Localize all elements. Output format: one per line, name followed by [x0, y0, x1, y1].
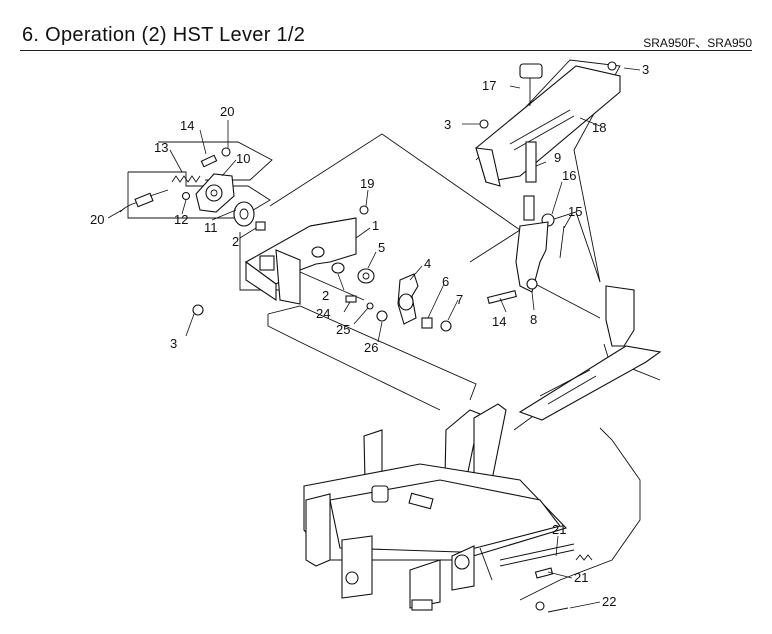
bolt-3-top: [607, 61, 617, 71]
callout-2a: 2: [232, 234, 239, 249]
bolt-3-left: [192, 304, 204, 316]
callout-21b: 21: [552, 522, 566, 537]
collar-6: [421, 317, 433, 329]
callout-6: 6: [442, 274, 449, 289]
header-divider: [20, 50, 752, 51]
washer-26: [376, 310, 388, 322]
collar-5: [357, 268, 375, 284]
callout-12: 16: [562, 168, 576, 183]
callout-labels: 20 14 13 10 12 11 2 20 19 1 5 4 2 6 7 24: [90, 62, 649, 609]
callout-24: 24: [316, 306, 330, 321]
bolt-3-bracket: [479, 119, 489, 129]
callout-13: 17: [482, 78, 496, 93]
callout-22: 21: [574, 570, 588, 585]
callout-5: 5: [378, 240, 385, 255]
callout-25: 25: [336, 322, 350, 337]
callout-17: 12: [174, 212, 188, 227]
page-title: 6. Operation (2) HST Lever 1/2: [22, 24, 306, 46]
callout-16: 11: [204, 220, 218, 235]
callout-8: 8: [530, 312, 537, 327]
callout-3a: 3: [170, 336, 177, 351]
callout-26: 26: [364, 340, 378, 355]
callout-21a: 20: [90, 212, 104, 227]
callout-2b: 2: [322, 288, 329, 303]
cable-spring-assembly: [119, 147, 266, 231]
callout-18: 13: [154, 140, 168, 155]
callout-9: 9: [554, 150, 561, 165]
main-frame: [303, 345, 662, 613]
model-numbers: SRA950F、SRA950: [643, 36, 752, 50]
callout-11: 15: [568, 204, 582, 219]
callout-1: 1: [372, 218, 379, 233]
callout-3c: 3: [642, 62, 649, 77]
hst-lever-bracket: [475, 61, 635, 371]
bolt-24: [345, 295, 357, 303]
callout-3b: 3: [444, 117, 451, 132]
pin-11: [559, 225, 565, 259]
callout-19: 14: [180, 118, 194, 133]
washer-22: [535, 601, 545, 611]
washer-25: [366, 302, 374, 310]
callout-15: 10: [236, 151, 250, 166]
callout-23: 22: [602, 594, 616, 609]
callout-20b: 19: [360, 176, 374, 191]
callout-10: 14: [492, 314, 506, 329]
callout-7: 7: [456, 292, 463, 307]
callout-14: 18: [592, 120, 606, 135]
callout-20a: 20: [220, 104, 234, 119]
ring-7: [440, 320, 452, 332]
cotter-pin-23: [547, 607, 569, 613]
bracket-1: [244, 205, 369, 305]
callout-4: 4: [424, 256, 431, 271]
bushing-2b: [331, 262, 345, 274]
lever-pivot-parts: [192, 262, 452, 332]
